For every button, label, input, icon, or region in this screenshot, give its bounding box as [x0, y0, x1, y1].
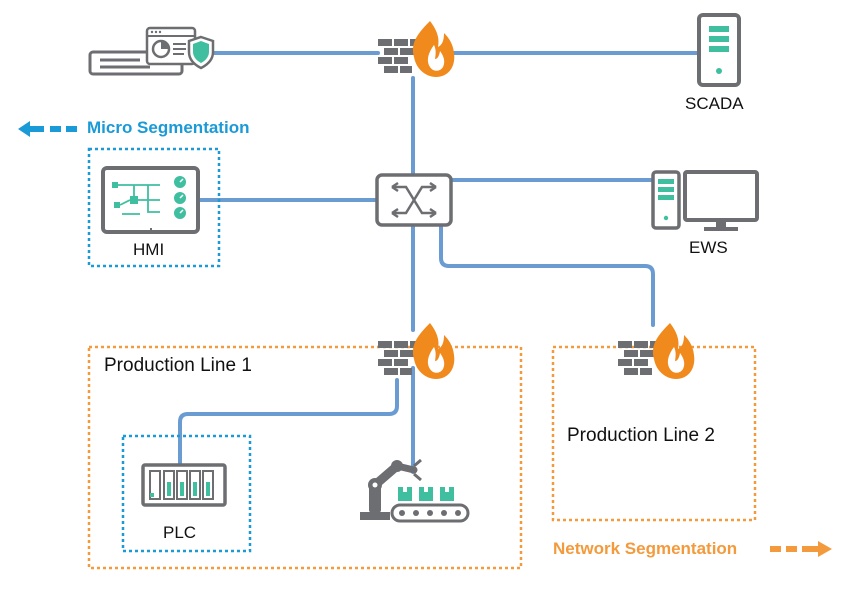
network-segmentation-label: Network Segmentation — [553, 539, 738, 558]
hmi-label: HMI — [133, 240, 165, 259]
ews-label: EWS — [689, 238, 728, 257]
firewall-top-icon — [378, 21, 455, 77]
links — [178, 51, 700, 474]
micro-segmentation-label: Micro Segmentation — [87, 118, 250, 137]
production-line-2-label: Production Line 2 — [567, 425, 715, 446]
plc-label: PLC — [163, 523, 197, 542]
production-line-1-label: Production Line 1 — [104, 355, 252, 376]
firewall-line1-icon — [378, 323, 455, 379]
micro-segment-hmi-box — [87, 147, 221, 268]
plc-icon — [141, 463, 227, 507]
scada-server-icon — [697, 13, 741, 87]
network-segment-line1-box — [87, 345, 523, 570]
hmi-panel-icon — [101, 166, 200, 234]
scada-label: SCADA — [685, 94, 744, 113]
network-segmentation-arrow-icon — [770, 541, 832, 557]
link-switch-line2 — [439, 223, 655, 327]
network-switch-icon — [375, 173, 453, 227]
link-firewall-plc — [178, 378, 399, 467]
network-segment-line2-box — [551, 345, 757, 522]
micro-segmentation-arrow-icon — [18, 121, 77, 137]
ews-workstation-icon — [651, 170, 759, 231]
secure-gateway-icon — [88, 26, 215, 76]
robot-conveyor-icon — [360, 458, 470, 523]
firewall-line2-icon — [618, 323, 695, 379]
micro-segment-plc-box — [121, 434, 252, 553]
